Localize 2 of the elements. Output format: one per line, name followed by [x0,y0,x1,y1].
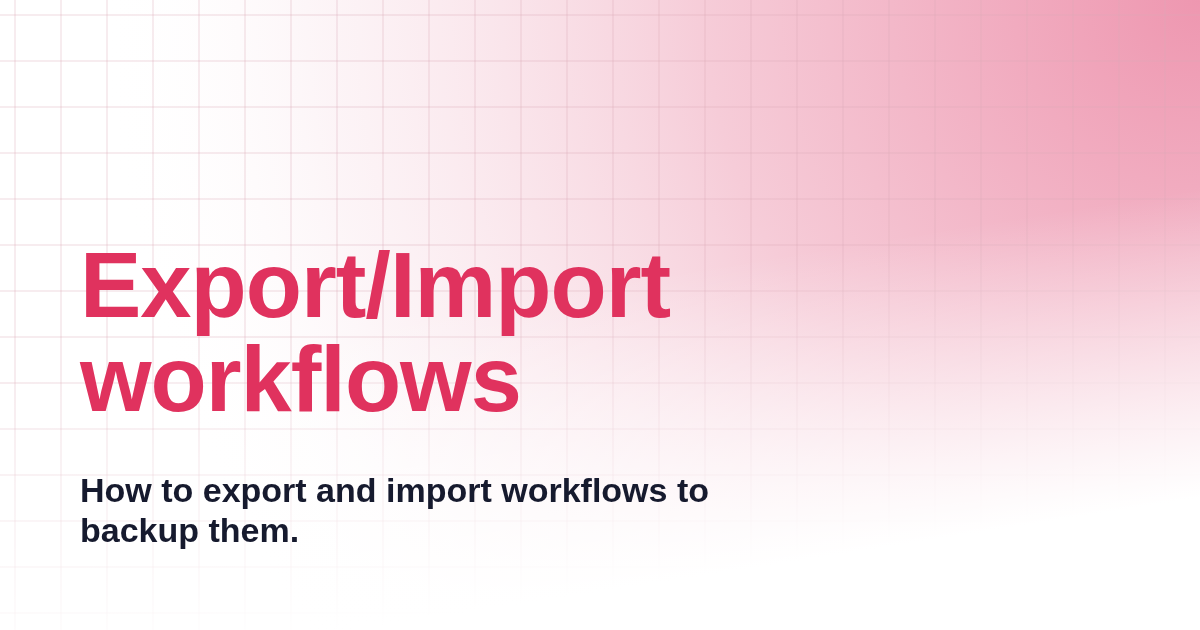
subtitle: How to export and import workflows to backup them. [80,470,710,550]
page-title: Export/Import workflows [80,238,672,426]
